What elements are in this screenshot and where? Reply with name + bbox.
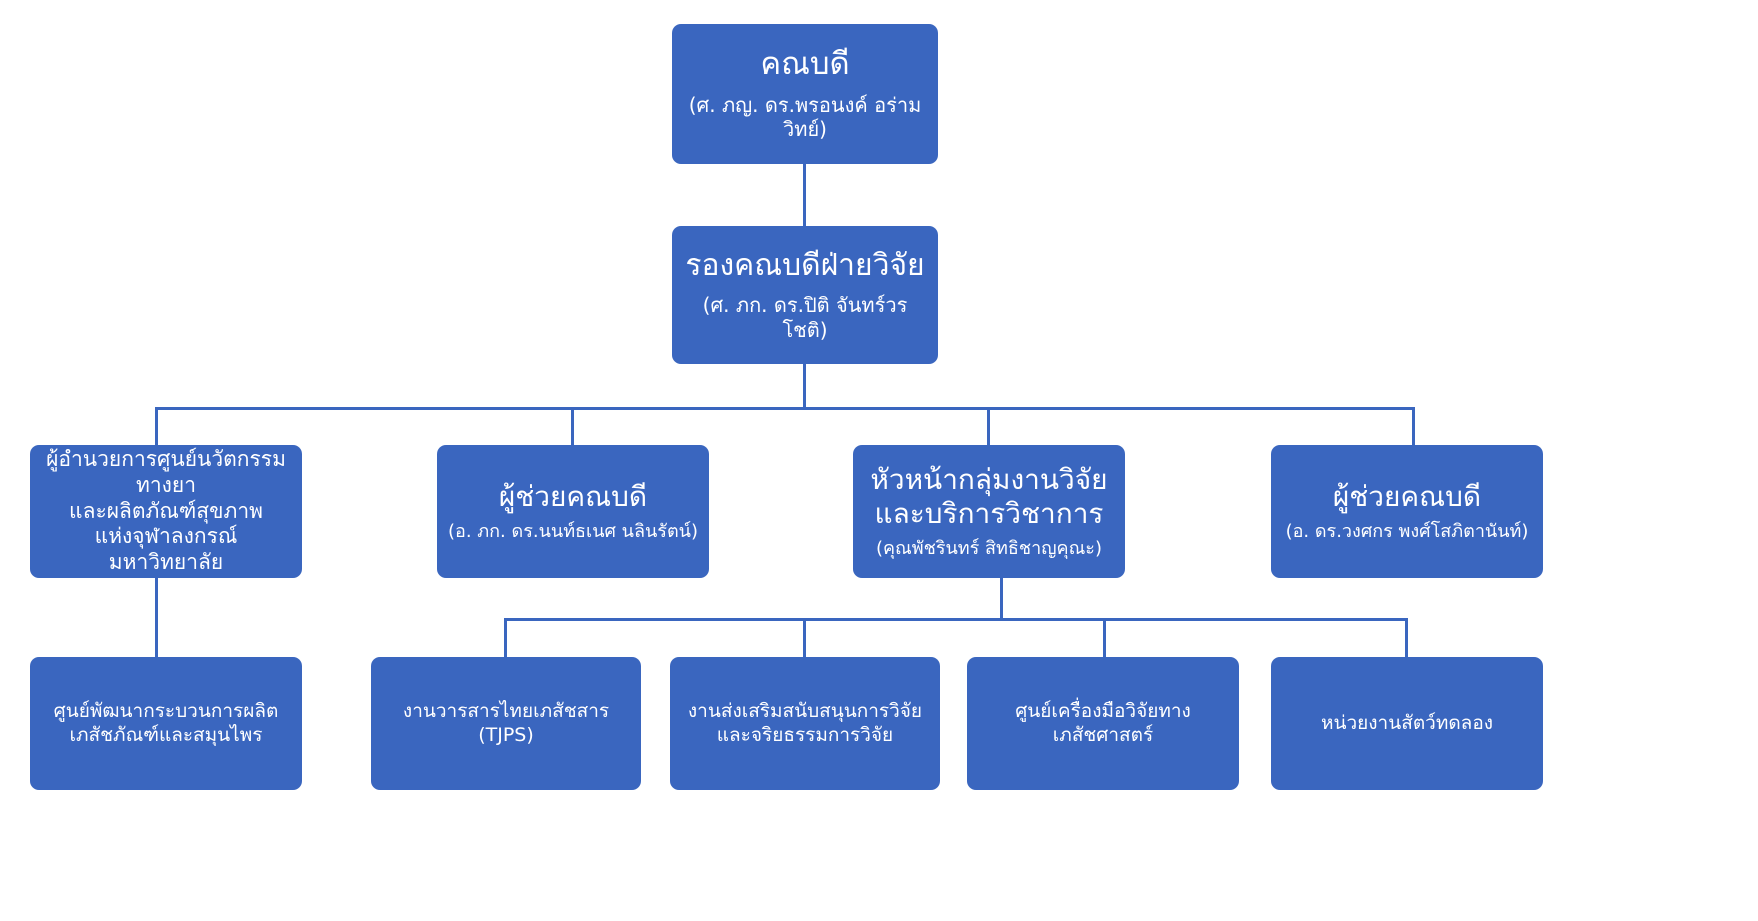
connector-level3-bus [155, 407, 1415, 410]
node-associate-dean-research[interactable]: รองคณบดีฝ่ายวิจัย (ศ. ภก. ดร.ปิติ จันทร์… [672, 226, 938, 364]
node-head-research-group-title: หัวหน้ากลุ่มงานวิจัย และบริการวิชาการ [870, 462, 1108, 531]
connector-director-to-production-unit [155, 577, 158, 657]
node-unit-laboratory-animal-title: หน่วยงานสัตว์ทดลอง [1320, 711, 1494, 734]
node-unit-research-promotion-title: งานส่งเสริมสนับสนุนการวิจัย และจริยธรรมก… [687, 700, 923, 746]
node-assistant-dean-2-title: ผู้ช่วยคณบดี [1332, 479, 1482, 513]
node-unit-research-instrument-center[interactable]: ศูนย์เครื่องมือวิจัยทางเภสัชศาสตร์ [967, 657, 1239, 790]
connector-dean-to-associate-dean [803, 163, 806, 227]
connector-head-research-down [1000, 577, 1003, 619]
connector-bus-to-journal-unit [504, 618, 507, 657]
node-assistant-dean-1-title: ผู้ช่วยคณบดี [498, 479, 648, 513]
connector-level4-bus [504, 618, 1408, 621]
connector-bus-to-assistant-dean-2 [1412, 407, 1415, 445]
node-unit-production-development-title: ศูนย์พัฒนากระบวนการผลิต เภสัชภัณฑ์และสมุ… [53, 700, 279, 746]
node-unit-journal-tjps[interactable]: งานวารสารไทยเภสัชสาร (TJPS) [371, 657, 641, 790]
connector-bus-to-assistant-dean-1 [571, 407, 574, 445]
node-assistant-dean-1-subtitle: (อ. ภก. ดร.นนท์ธเนศ นลินรัตน์) [448, 521, 698, 543]
node-head-research-group-subtitle: (คุณพัชรินทร์ สิทธิชาญคุณะ) [875, 538, 1102, 560]
node-dean[interactable]: คณบดี (ศ. ภญ. ดร.พรอนงค์ อร่ามวิทย์) [672, 24, 938, 164]
connector-bus-to-instrument-center [1103, 618, 1106, 657]
node-director-drug-innovation[interactable]: ผู้อำนวยการศูนย์นวัตกรรมทางยา และผลิตภัณ… [30, 445, 302, 578]
connector-bus-to-head-research-group [987, 407, 990, 445]
node-dean-subtitle: (ศ. ภญ. ดร.พรอนงค์ อร่ามวิทย์) [688, 93, 922, 142]
connector-bus-to-laboratory-animal [1405, 618, 1408, 657]
node-assistant-dean-2-subtitle: (อ. ดร.วงศกร พงศ์โสภิตานันท์) [1285, 521, 1529, 543]
node-unit-journal-tjps-title: งานวารสารไทยเภสัชสาร (TJPS) [402, 700, 610, 746]
connector-bus-to-research-promotion-unit [803, 618, 806, 657]
connector-associate-dean-down [803, 363, 806, 408]
node-unit-laboratory-animal[interactable]: หน่วยงานสัตว์ทดลอง [1271, 657, 1543, 790]
node-assistant-dean-2[interactable]: ผู้ช่วยคณบดี (อ. ดร.วงศกร พงศ์โสภิตานันท… [1271, 445, 1543, 578]
node-head-research-group[interactable]: หัวหน้ากลุ่มงานวิจัย และบริการวิชาการ (ค… [853, 445, 1125, 578]
node-associate-dean-research-title: รองคณบดีฝ่ายวิจัย [685, 247, 925, 283]
node-assistant-dean-1[interactable]: ผู้ช่วยคณบดี (อ. ภก. ดร.นนท์ธเนศ นลินรัต… [437, 445, 709, 578]
node-unit-production-development[interactable]: ศูนย์พัฒนากระบวนการผลิต เภสัชภัณฑ์และสมุ… [30, 657, 302, 790]
node-unit-research-instrument-center-title: ศูนย์เครื่องมือวิจัยทางเภสัชศาสตร์ [1015, 700, 1191, 746]
node-dean-title: คณบดี [760, 46, 850, 83]
node-unit-research-promotion[interactable]: งานส่งเสริมสนับสนุนการวิจัย และจริยธรรมก… [670, 657, 940, 790]
node-associate-dean-research-subtitle: (ศ. ภก. ดร.ปิติ จันทร์วรโชติ) [702, 293, 908, 342]
connector-bus-to-director [155, 407, 158, 445]
node-director-drug-innovation-title: ผู้อำนวยการศูนย์นวัตกรรมทางยา และผลิตภัณ… [46, 447, 286, 574]
